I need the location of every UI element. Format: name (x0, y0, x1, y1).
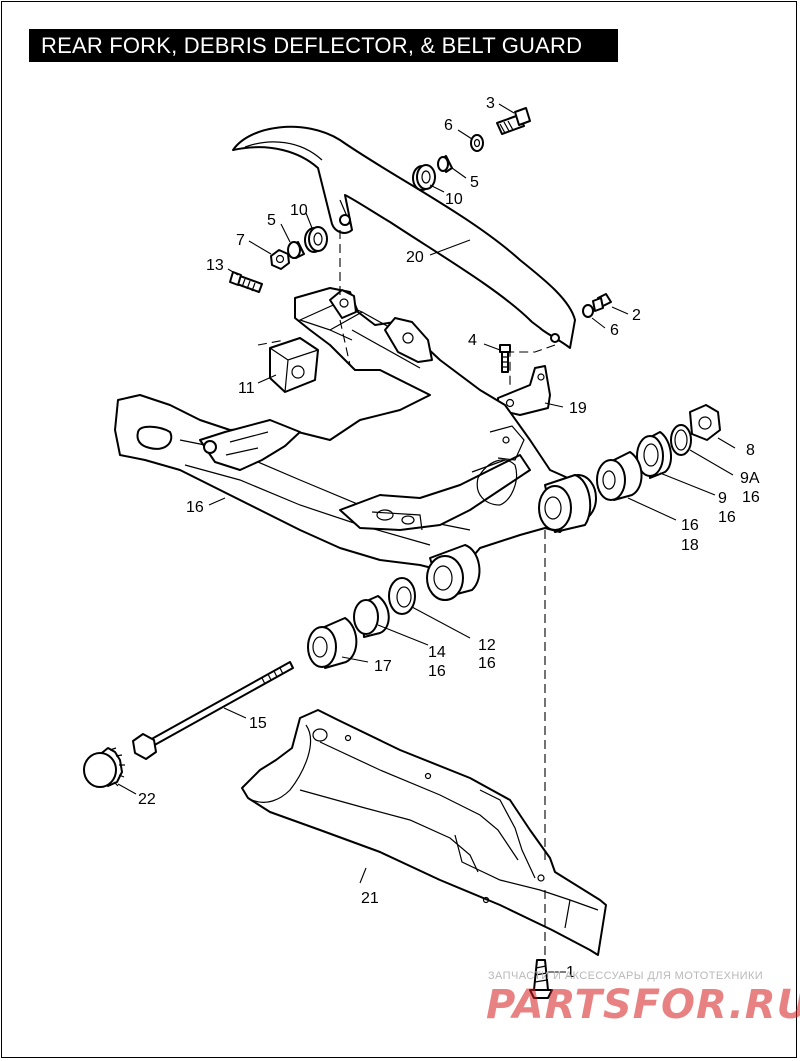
callout-8: 8 (746, 442, 755, 459)
watermark-brand: PARTSFOR.RU (486, 982, 800, 1028)
assembly-lines (257, 230, 556, 960)
screw-2 (592, 293, 612, 312)
callout-labels: 3 6 5 10 5 10 7 20 13 2 6 4 11 19 8 9A 1… (138, 95, 760, 981)
callout-14: 14 (428, 644, 446, 661)
callout-15: 15 (249, 715, 267, 732)
screw-4 (499, 344, 511, 373)
bearing-9 (636, 431, 672, 479)
callout-6-right: 6 (610, 322, 619, 339)
block-11 (269, 337, 319, 393)
bushing-10-upper (412, 164, 436, 191)
debris-deflector-20 (232, 125, 576, 349)
callout-16-9a: 16 (742, 489, 760, 506)
callout-20: 20 (406, 249, 424, 266)
washer-6-upper (470, 134, 484, 152)
callout-6-upper: 6 (444, 117, 453, 134)
screw-3 (496, 107, 531, 135)
watermark-caption: ЗАПЧАСТИ И АКСЕССУАРЫ ДЛЯ МОТОТЕХНИКИ (488, 970, 763, 982)
callout-10-lower: 10 (290, 202, 308, 219)
pivot-shaft-15 (132, 661, 294, 760)
screw-1 (529, 959, 553, 999)
washer-9a (670, 424, 692, 456)
callout-16-fork: 16 (186, 499, 204, 516)
callout-16-9: 16 (718, 509, 736, 526)
spacer-5-upper (437, 155, 453, 173)
bolt-13 (229, 271, 263, 293)
belt-guard-21 (241, 709, 607, 956)
callout-5-lower: 5 (267, 212, 276, 229)
callout-2: 2 (632, 307, 641, 324)
bearing-14 (353, 595, 390, 638)
callout-18: 18 (681, 537, 699, 554)
callout-12: 12 (478, 637, 496, 654)
diagram-title: REAR FORK, DEBRIS DEFLECTOR, & BELT GUAR… (29, 29, 618, 62)
bushing-18 (596, 451, 643, 501)
rear-fork-16 (114, 287, 597, 601)
callout-9a: 9A (740, 470, 760, 487)
spacer-5-lower (287, 241, 305, 259)
callout-16-12: 16 (478, 655, 496, 672)
callout-1: 1 (566, 964, 575, 981)
callout-16-18: 16 (681, 517, 699, 534)
callout-22: 22 (138, 791, 156, 808)
callout-3: 3 (486, 95, 495, 112)
washer-6-right (582, 304, 594, 318)
callout-19: 19 (569, 400, 587, 417)
callout-21: 21 (361, 890, 379, 907)
bushing-10-lower (304, 226, 328, 253)
callout-13: 13 (206, 257, 224, 274)
callout-7: 7 (236, 232, 245, 249)
nut-8 (689, 404, 721, 441)
callout-16-14: 16 (428, 663, 446, 680)
leader-lines (117, 103, 736, 973)
washer-12 (388, 577, 416, 615)
callout-17: 17 (374, 658, 392, 675)
bushing-17 (307, 617, 358, 669)
callout-4: 4 (468, 332, 477, 349)
callout-11: 11 (238, 380, 255, 397)
nut-7 (270, 249, 290, 270)
callout-10-upper: 10 (445, 191, 463, 208)
callout-9: 9 (718, 490, 727, 507)
cap-22 (83, 747, 125, 788)
callout-5-upper: 5 (470, 174, 479, 191)
watermark: ЗАПЧАСТИ И АКСЕССУАРЫ ДЛЯ МОТОТЕХНИКИ PA… (486, 970, 800, 1028)
